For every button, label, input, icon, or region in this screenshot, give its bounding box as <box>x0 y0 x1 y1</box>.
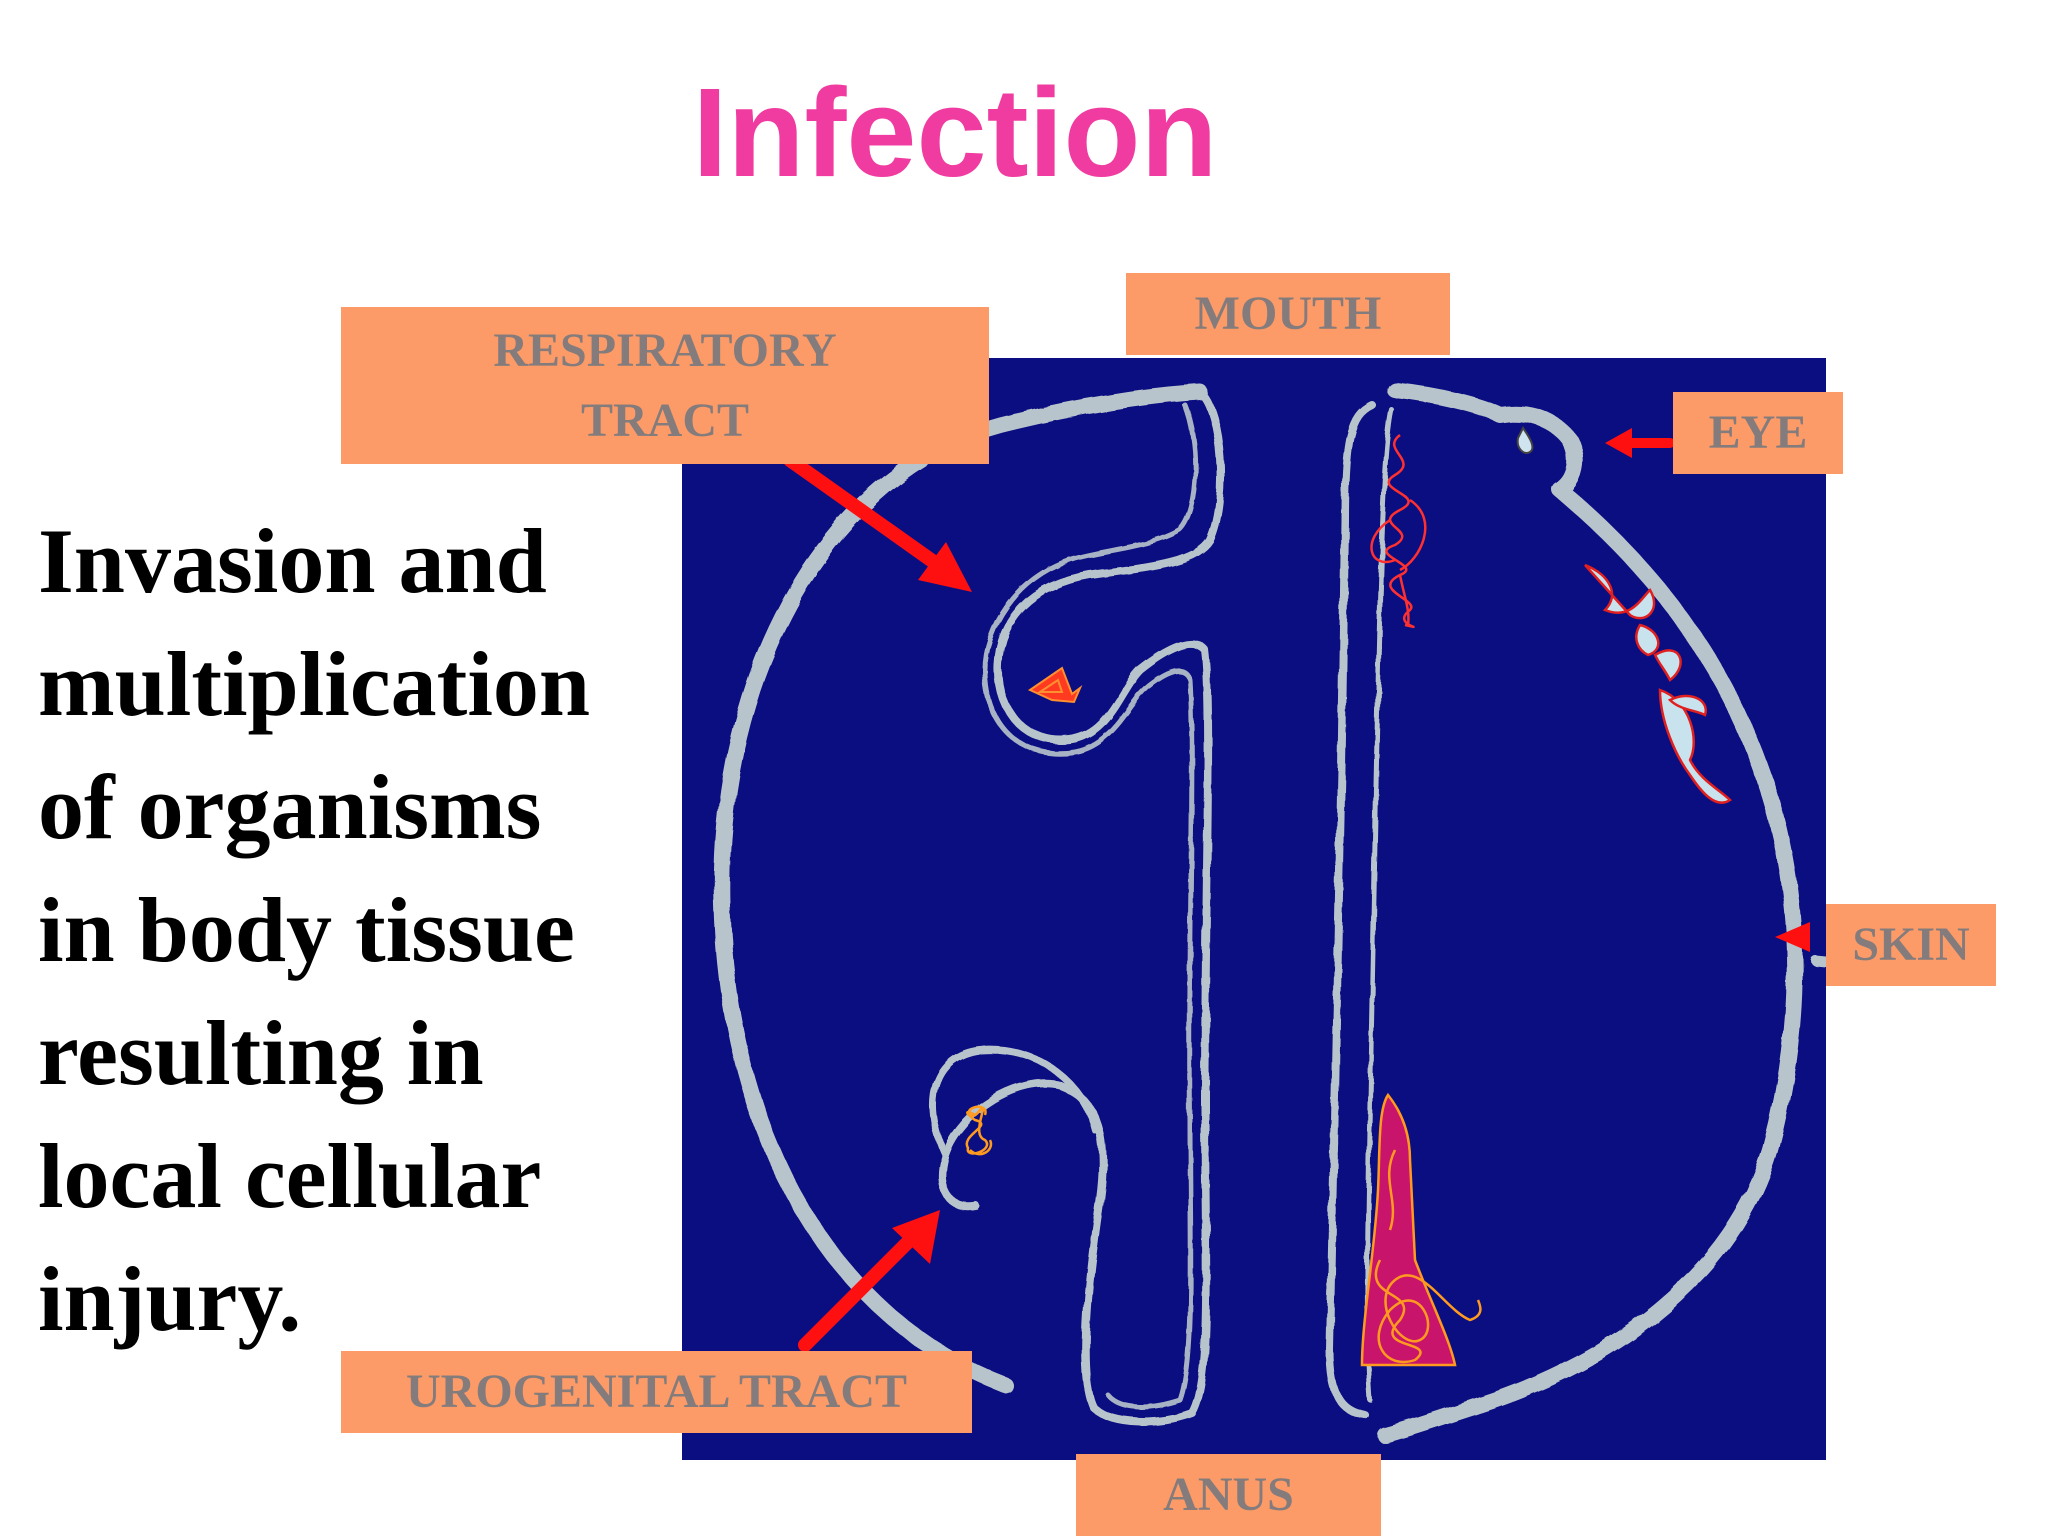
body-outline <box>713 382 1840 1443</box>
respiratory-microbe <box>1027 666 1083 704</box>
definition-line: local cellular <box>38 1125 542 1227</box>
label-respiratory-line2: TRACT <box>580 393 750 447</box>
respiratory-arrow <box>783 453 972 592</box>
definition-line: of organisms <box>38 756 542 858</box>
definition-line: in body tissue <box>38 879 575 981</box>
label-eye: EYE <box>1673 392 1843 474</box>
skin-lesions <box>1584 563 1732 804</box>
label-anus: ANUS <box>1076 1454 1381 1536</box>
digestive-tract-tube <box>1326 401 1376 1419</box>
anus-lesion <box>1360 1092 1482 1367</box>
definition-line: Invasion and <box>38 510 547 612</box>
right-body-wall <box>1377 382 1803 1443</box>
left-body-wall <box>713 384 1208 1393</box>
slide-title: Infection <box>692 62 1218 203</box>
label-urogenital-tract: UROGENITAL TRACT <box>341 1351 972 1433</box>
respiratory-tract-inner <box>982 402 1199 1410</box>
definition-line: multiplication <box>38 633 591 735</box>
infection-definition: Invasion and multiplication of organisms… <box>38 500 678 1361</box>
pointer-arrows <box>783 428 1810 1352</box>
urogenital-tract-tube <box>929 1046 1099 1159</box>
definition-line: resulting in <box>38 1002 484 1104</box>
eye-arrow <box>1605 428 1675 458</box>
skin-arrow <box>1775 922 1810 952</box>
urogenital-microbe-scribble <box>965 1105 993 1156</box>
urogenital-arrow <box>798 1210 940 1352</box>
eye-droplet <box>1516 426 1534 454</box>
label-respiratory-tract: RESPIRATORY TRACT <box>341 307 989 464</box>
label-skin: SKIN <box>1826 904 1996 986</box>
mouth-microbe-scribble <box>1370 434 1427 629</box>
label-mouth: MOUTH <box>1126 273 1450 355</box>
definition-line: injury. <box>38 1248 302 1350</box>
label-respiratory-line1: RESPIRATORY <box>493 323 837 377</box>
respiratory-tract-tube <box>937 388 1225 1426</box>
